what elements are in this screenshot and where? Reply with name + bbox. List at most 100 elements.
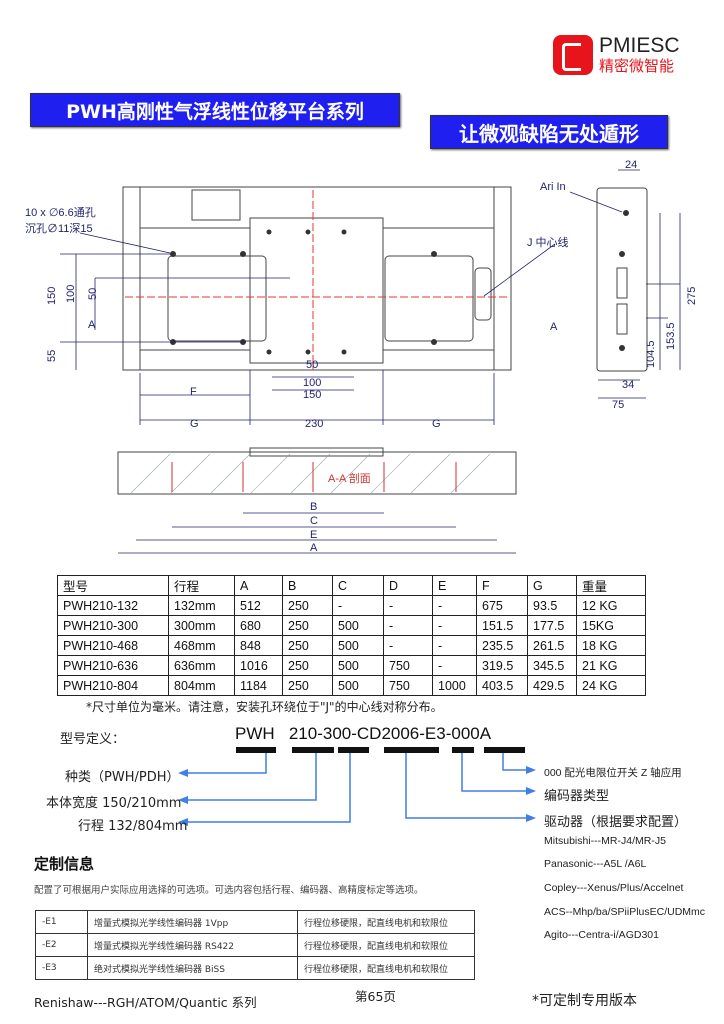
option-cell: 绝对式模拟光学线性编码器 BiSS [87,956,298,980]
footer-series: Renishaw---RGH/ATOM/Quantic 系列 [34,995,257,1010]
code-bar-option [484,747,525,753]
def-stroke: 行程 132/804mm [78,819,188,834]
code-bar-driver [384,747,439,753]
table-cell: 250 [282,655,333,676]
table-header-row: 型号 行程 A B C D E F G 重量 [57,575,646,596]
dim-55: 55 [46,350,58,362]
table-cell: 429.5 [527,675,577,696]
table-cell: 250 [282,675,333,696]
dim-104-5: 104.5 [645,340,657,368]
table-cell: 15KG [576,615,646,636]
dim-34: 34 [622,379,634,391]
option-cell: -E1 [35,910,88,934]
table-cell: 300mm [168,615,235,636]
option-cell: -E2 [35,933,88,957]
table-cell: PWH210-804 [57,675,169,696]
option-cell: 增量式模拟光学线性编码器 1Vpp [87,910,298,934]
table-cell: 250 [282,635,333,656]
option-cell: -E3 [35,956,88,980]
dim-230: 230 [305,418,323,430]
custom-title: 定制信息 [34,855,95,873]
section-mark-a: A [88,319,96,331]
dim-50: 50 [87,288,99,300]
slogan-banner: 让微观缺陷无处遁形 [430,115,668,149]
code-bar-series [236,747,276,753]
dim-c50: 50 [306,359,318,371]
dim-a: A [310,542,318,554]
hole-note-through: 10 x ∅6.6通孔 [25,206,96,219]
technical-drawing: 10 x ∅6.6通孔 沉孔∅11深15 Ari In J 中心线 24 150… [25,159,698,554]
series-title-banner: PWH高刚性气浮线性位移平台系列 [30,93,400,127]
center-line-label: J 中心线 [527,235,569,249]
page-number: 第65页 [355,989,396,1004]
dim-150: 150 [46,287,58,305]
driver-acs: ACS--Mhp/ba/SPiiPlusEC/UDMmc [544,906,706,918]
table-cell: PWH210-636 [57,655,169,676]
model-code-series: PWH [235,724,275,743]
dim-75: 75 [612,399,624,411]
table-cell: 1000 [432,675,477,696]
table-cell: 1016 [234,655,283,676]
brand-logo: PMIESC 精密微智能 [553,30,693,80]
dim-c100: 100 [303,377,321,389]
option-cell: 增量式模拟光学线性编码器 RS422 [87,933,298,957]
code-bar-width [292,747,334,753]
def-encoder: 编码器类型 [544,789,610,804]
dim-g-left: G [190,418,199,430]
model-code: PWH 210-300-CD2006-E3-000A [235,724,491,744]
def-option: 000 配光电限位开关 Z 轴应用 [544,767,682,779]
option-cell: 行程位移硬限，配直线电机和软限位 [297,956,475,980]
option-cell: 行程位移硬限，配直线电机和软限位 [297,933,475,957]
driver-agito: Agito---Centra-i/AGD301 [544,929,659,941]
table-cell: 804mm [168,675,235,696]
model-def-label: 型号定义： [60,732,126,747]
dim-e: E [310,529,317,541]
hole-note-counterbore: 沉孔∅11深15 [25,222,93,235]
dim-f: F [190,386,197,398]
dim-24: 24 [625,159,637,171]
dim-153-5: 153.5 [665,322,677,350]
dim-c: C [310,515,318,527]
def-type: 种类（PWH/PDH） [65,770,180,785]
dim-275: 275 [686,287,698,305]
def-driver: 驱动器（根据要求配置） [544,815,688,830]
table-cell: 512 [234,595,283,616]
table-cell: 680 [234,615,283,636]
dim-g-right: G [432,418,441,430]
table-cell: PWH210-468 [57,635,169,656]
table-cell: 500 [332,675,384,696]
table-cell: 177.5 [527,615,577,636]
table-cell: 12 KG [576,595,646,616]
section-label: A-A 剖面 [328,471,371,485]
driver-mitsubishi: Mitsubishi---MR-J4/MR-J5 [544,835,666,847]
dim-100: 100 [65,285,77,303]
dim-b: B [310,501,317,513]
driver-copley: Copley---Xenus/Plus/Accelnet [544,882,684,894]
model-code-rest: 210-300-CD2006-E3-000A [288,724,492,743]
code-bar-encoder [452,747,474,753]
section-mark-a-right: A [550,321,558,333]
logo-brand: PMIESC [599,34,680,57]
table-cell: 24 KG [576,675,646,696]
def-width: 本体宽度 150/210mm [46,796,182,811]
driver-panasonic: Panasonic---A5L /A6L [544,858,647,870]
table-cell: 750 [383,655,433,676]
table-cell: 636mm [168,655,235,676]
spec-note: *尺寸单位为毫米。请注意，安装孔环绕位于"J"的中心线对称分布。 [86,700,443,714]
footer-custom-note: *可定制专用版本 [532,993,637,1009]
logo-mark-icon [553,35,593,75]
table-cell: 250 [282,595,333,616]
custom-desc: 配置了可根据用户实际应用选择的可选项。可选内容包括行程、编码器、高精度标定等选项… [34,885,424,896]
dim-c150: 150 [303,389,321,401]
code-bar-stroke [338,747,369,753]
air-in-label: Ari In [540,181,566,193]
table-cell: 132mm [168,595,235,616]
